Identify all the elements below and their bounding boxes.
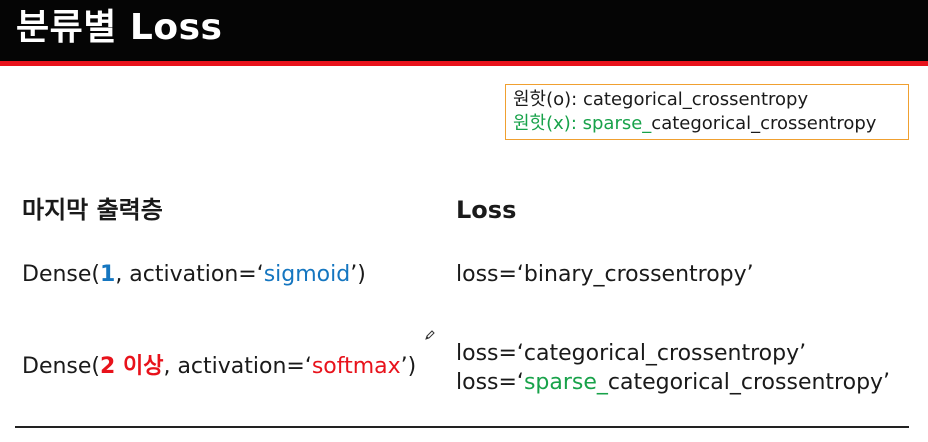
- onehot-note-box: 원핫(o): categorical_crossentropy 원핫(x): s…: [505, 84, 909, 140]
- note-sparse-keyword: sparse_: [582, 113, 652, 134]
- activation-label: , activation=‘: [115, 262, 264, 287]
- note-line-onehot-no: 원핫(x): sparse_categorical_crossentropy: [513, 112, 908, 136]
- note-onehot-no-prefix: 원핫(x):: [513, 113, 583, 134]
- note-line-onehot-yes: 원핫(o): categorical_crossentropy: [513, 89, 809, 110]
- dense-prefix: Dense(: [22, 262, 100, 287]
- activation-value: sigmoid: [263, 262, 351, 287]
- column-header-loss: Loss: [456, 196, 517, 224]
- slide-title: 분류별 Loss: [16, 7, 223, 48]
- loss-rest: categorical_crossentropy’: [607, 370, 891, 395]
- sparse-keyword: sparse_: [523, 370, 608, 395]
- sparse-categorical-crossentropy-loss: loss=‘sparse_categorical_crossentropy’: [456, 368, 890, 397]
- loss-prefix: loss=‘: [456, 370, 524, 395]
- binary-crossentropy-loss: loss=‘binary_crossentropy’: [456, 262, 754, 287]
- dense-softmax-layer: Dense(2 이상, activation=‘softmax’): [22, 352, 416, 381]
- note-categorical-crossentropy: categorical_crossentropy: [651, 113, 877, 134]
- units-value: 1: [100, 262, 116, 287]
- activation-value: softmax: [311, 354, 401, 379]
- column-header-last-layer: 마지막 출력층: [22, 196, 163, 224]
- dense-suffix: ’): [400, 354, 417, 379]
- pen-cursor-icon: [425, 330, 435, 340]
- dense-suffix: ’): [350, 262, 366, 287]
- dense-prefix: Dense(: [22, 354, 100, 379]
- dense-sigmoid-layer: Dense(1, activation=‘sigmoid’): [22, 260, 366, 289]
- units-value: 2 이상: [100, 354, 164, 379]
- activation-label: , activation=‘: [163, 354, 312, 379]
- categorical-crossentropy-loss: loss=‘categorical_crossentropy’: [456, 341, 807, 366]
- slide-header: 분류별 Loss: [0, 0, 928, 66]
- bottom-divider: [15, 426, 909, 428]
